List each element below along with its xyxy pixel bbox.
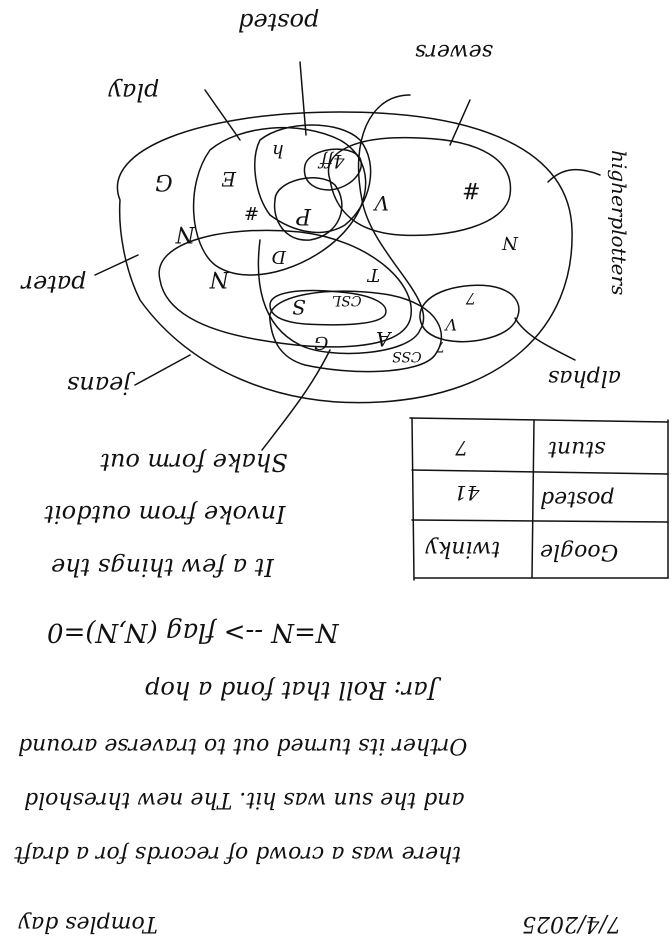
mark-o: CSL: [332, 292, 362, 308]
table-cell-r2c1: 41: [454, 481, 480, 505]
mark-d: N: [209, 266, 230, 291]
note-line-8: there was a crowd of records for a draft: [14, 841, 461, 866]
mark-c: N: [175, 221, 196, 246]
label-alphas: alphas: [548, 365, 621, 390]
leader-g: [261, 349, 331, 451]
mark-j: #: [462, 177, 480, 202]
table-cell-r2c2: posted: [540, 486, 615, 511]
mark-n: S: [292, 295, 306, 319]
mark-p: A: [376, 327, 392, 351]
label-pater: pater: [20, 270, 87, 298]
venn-diagram: [94, 61, 601, 451]
mark-g: #: [244, 202, 259, 223]
table-cell-r3c2: Google: [540, 539, 618, 564]
mark-k: N: [501, 232, 519, 253]
mark-f: 4ff: [317, 150, 345, 171]
label-higherplotters: higherplotters: [607, 150, 631, 295]
posted-set: [254, 124, 372, 234]
venn-labels: posted sewers play higherplotters pater …: [20, 8, 631, 399]
note-date: 7/4/2025: [522, 911, 621, 936]
mark-l: D: [271, 246, 287, 267]
alphas-set: [419, 284, 520, 343]
mark-b: E: [221, 167, 237, 191]
note-line-2: Invoke from outdoit: [44, 500, 287, 528]
hand-table: 7 stunt 41 posted twinky Google: [409, 417, 669, 581]
note-line-1: Shake form out: [100, 448, 288, 476]
mark-s: 7: [465, 289, 476, 308]
label-play: play: [108, 78, 159, 106]
inner-small-oval: [303, 148, 362, 191]
mark-u: 7: [436, 338, 445, 354]
css-oval: [269, 290, 443, 373]
leader-higherplotters: [547, 168, 601, 183]
jeans-set: [158, 229, 412, 348]
mark-q: G: [314, 332, 328, 353]
table-cell-r3c1: twinky: [425, 536, 500, 561]
leader-posted: [299, 61, 307, 136]
note-line-7: and the sun was hit. The new threshold: [24, 787, 465, 812]
note-line-6: Orther its turned out to traverse around: [18, 733, 467, 758]
mark-e: h: [272, 140, 284, 161]
notes: Shake form out Invoke from outdoit It a …: [14, 448, 621, 936]
table-cell-r1c1: 7: [455, 436, 468, 460]
outer-ellipse: [116, 111, 573, 404]
note-line-4: N=N --> flag (N,N)=0: [47, 617, 340, 647]
leader-pater: [94, 254, 139, 276]
table-cell-r1c2: stunt: [548, 436, 605, 461]
label-jeans: jeans: [67, 371, 136, 399]
mark-m: T: [366, 264, 380, 285]
csl-oval: [269, 289, 387, 326]
blob-p: [273, 177, 343, 241]
mark-t: V: [444, 315, 457, 334]
mark-i: V: [372, 191, 389, 215]
mark-a: G: [155, 169, 173, 194]
leader-sewers: [449, 99, 471, 146]
note-signature: Tomples day: [18, 911, 158, 936]
label-posted: posted: [238, 8, 319, 36]
sewers-set: [327, 136, 512, 237]
label-sewers: sewers: [415, 39, 493, 64]
note-line-5: Jar: Roll that fond a hop: [145, 676, 442, 704]
mark-h: P: [295, 203, 312, 228]
leader-play: [204, 89, 241, 141]
leader-alphas: [514, 317, 576, 361]
mark-r: CSS: [392, 348, 422, 364]
note-line-3: It a few things the: [51, 553, 275, 581]
play-set: [192, 126, 367, 276]
big-curve: [257, 94, 425, 355]
leader-jeans: [134, 354, 191, 386]
